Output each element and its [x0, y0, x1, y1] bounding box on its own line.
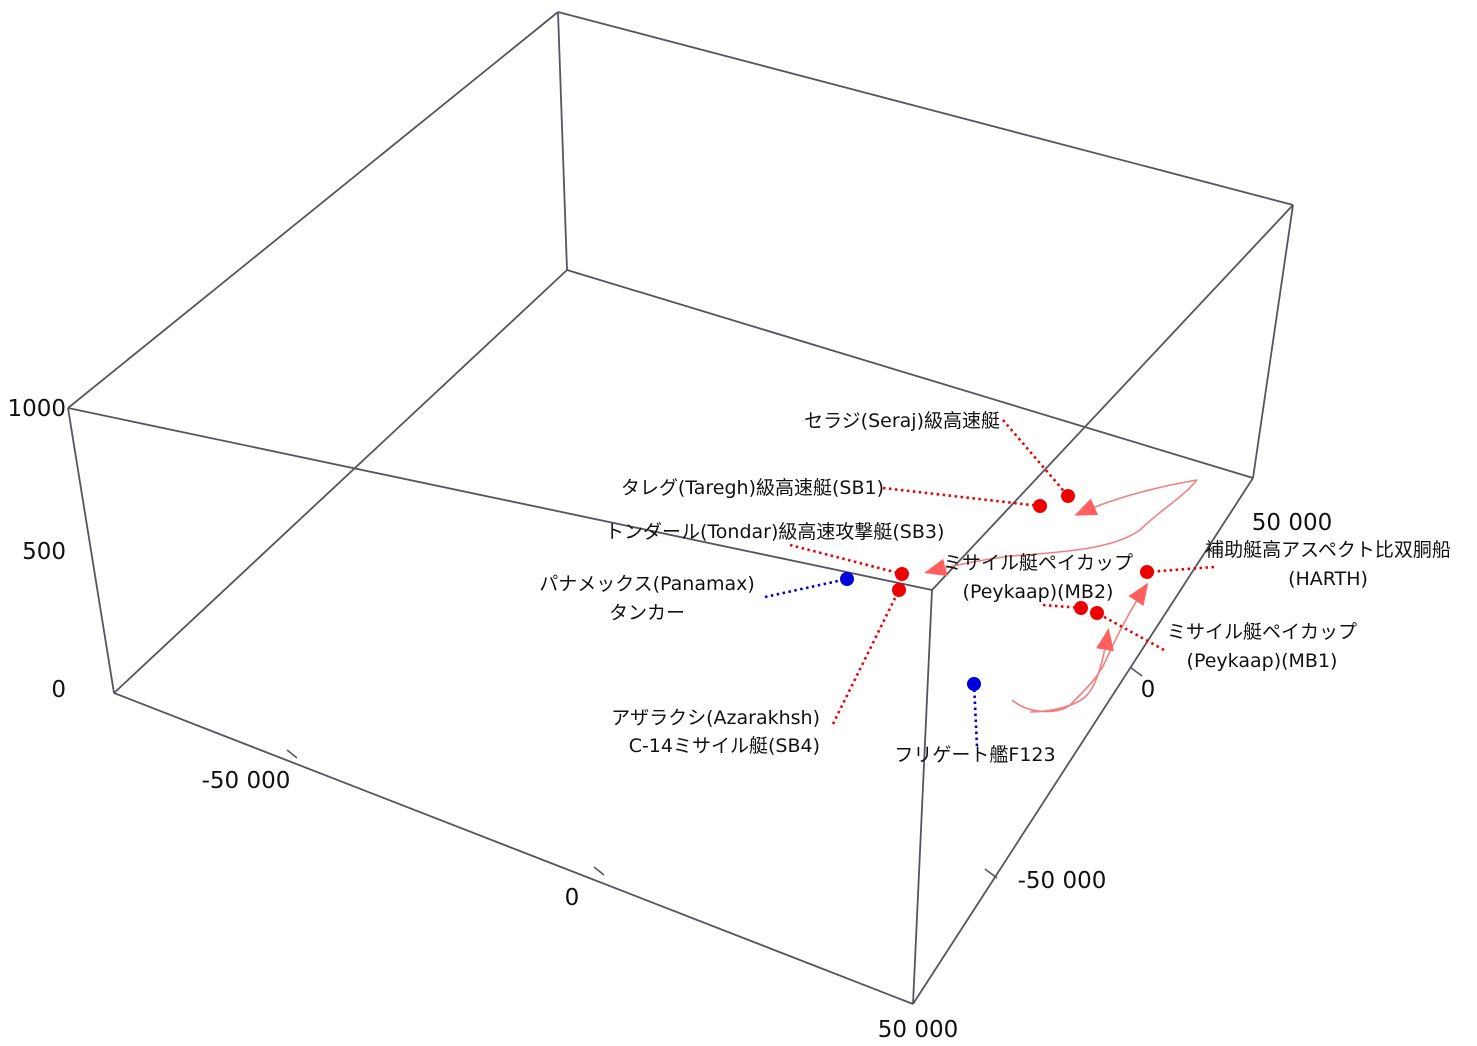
axis-edge	[566, 269, 1254, 479]
marker-label-sb4: C-14ミサイル艇(SB4)	[629, 735, 820, 757]
marker-harth	[1140, 565, 1154, 579]
axis-edge	[912, 477, 1254, 1005]
leader-lines	[764, 419, 1215, 747]
marker-f123	[967, 677, 981, 691]
marker-label-mb1: ミサイル艇ペイカップ	[1167, 621, 1357, 643]
marker-sb3	[895, 567, 909, 581]
axis-edge	[113, 269, 568, 694]
tick-mark	[286, 749, 298, 759]
track-path	[1074, 479, 1198, 516]
leader-line-panamax	[764, 577, 848, 599]
y-tick-label: 0	[1141, 677, 1156, 703]
axis-edge	[912, 589, 933, 1005]
marker-label-mb2: (Peykaap)(MB2)	[963, 581, 1114, 603]
axis-edge	[67, 407, 115, 694]
leader-line-sb4	[831, 589, 901, 725]
marker-sb4	[892, 583, 906, 597]
marker-label-f123: フリゲート艦F123	[894, 744, 1055, 766]
leader-line-f123	[972, 683, 979, 747]
marker-mb1	[1090, 606, 1104, 620]
leader-line-sb3	[789, 543, 903, 576]
axis-edge	[557, 11, 568, 271]
axis-edge	[931, 204, 1294, 591]
marker-label-harth: 補助艇高アスペクト比双胴船	[1205, 539, 1451, 561]
marker-label-mb1: (Peykaap)(MB1)	[1187, 650, 1338, 672]
z-tick-label: 0	[51, 677, 66, 703]
z-tick-label: 500	[22, 539, 66, 565]
tick-mark	[984, 868, 998, 879]
x-tick-label: -50 000	[202, 768, 291, 794]
track-path	[924, 479, 1198, 577]
tick-mark	[593, 866, 605, 876]
marker-label-panamax: パナメックス(Panamax)	[539, 573, 755, 595]
y-tick-label: -50 000	[1018, 868, 1107, 894]
axis-ticks: 0 500 1000 -50 000 0 50 000 -50 000 0 50 000	[7, 396, 1332, 1043]
leader-line-sb1	[882, 486, 1041, 508]
leader-line-seraj	[1002, 419, 1069, 497]
tick-mark	[1129, 666, 1143, 677]
x-tick-label: 50 000	[878, 1017, 958, 1043]
x-tick-label: 0	[565, 885, 580, 911]
marker-sb1	[1033, 499, 1047, 513]
track-path	[1029, 628, 1114, 713]
marker-label-sb4: アザラクシ(Azarakhsh)	[611, 707, 820, 729]
marker-seraj	[1061, 489, 1075, 503]
marker-label-mb2: ミサイル艇ペイカップ	[943, 552, 1133, 574]
marker-label-panamax: タンカー	[609, 602, 685, 624]
marker-label-sb3: トンダール(Tondar)級高速攻撃艇(SB3)	[605, 521, 944, 543]
axis-box	[67, 11, 1294, 1005]
axis-edge	[67, 11, 559, 409]
axis-edge	[113, 692, 914, 1005]
axis-edge	[557, 11, 1294, 206]
marker-label-sb1: タレグ(Taregh)級高速艇(SB1)	[621, 477, 884, 499]
marker-label-harth: (HARTH)	[1288, 568, 1368, 590]
markers	[840, 489, 1154, 691]
axis-edge	[1252, 204, 1294, 479]
marker-panamax	[840, 572, 854, 586]
z-tick-label: 1000	[7, 396, 66, 422]
y-tick-label: 50 000	[1252, 510, 1332, 536]
marker-label-seraj: セラジ(Seraj)級高速艇	[804, 410, 1000, 432]
marker-mb2	[1074, 601, 1088, 615]
leader-line-mb1	[1096, 611, 1165, 652]
axis-edge	[67, 407, 933, 591]
track-arrows	[924, 479, 1198, 713]
leader-line-harth	[1146, 565, 1215, 574]
